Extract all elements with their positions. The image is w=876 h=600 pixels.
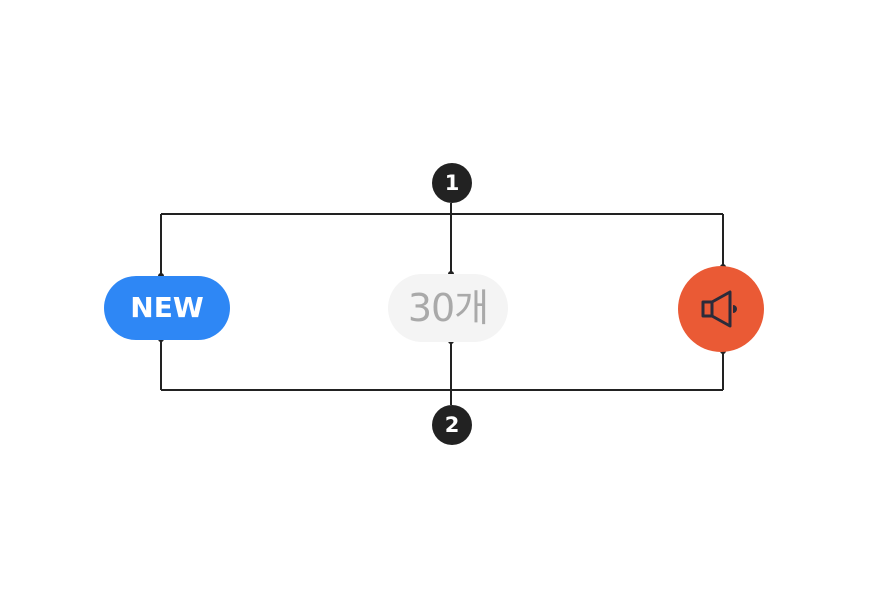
top-bracket: [160, 203, 724, 276]
count-badge: 30개: [388, 274, 508, 342]
marker-2-label: 2: [444, 412, 460, 437]
marker-1: 1: [432, 163, 472, 203]
new-badge: NEW: [104, 276, 230, 340]
marker-1-label: 1: [444, 170, 460, 195]
bottom-bracket: [160, 339, 724, 405]
marker-2: 2: [432, 405, 472, 445]
new-badge-label: NEW: [130, 291, 204, 324]
count-badge-label: 30개: [407, 286, 489, 330]
speaker-badge: [678, 266, 764, 352]
megaphone-icon: [701, 290, 737, 328]
